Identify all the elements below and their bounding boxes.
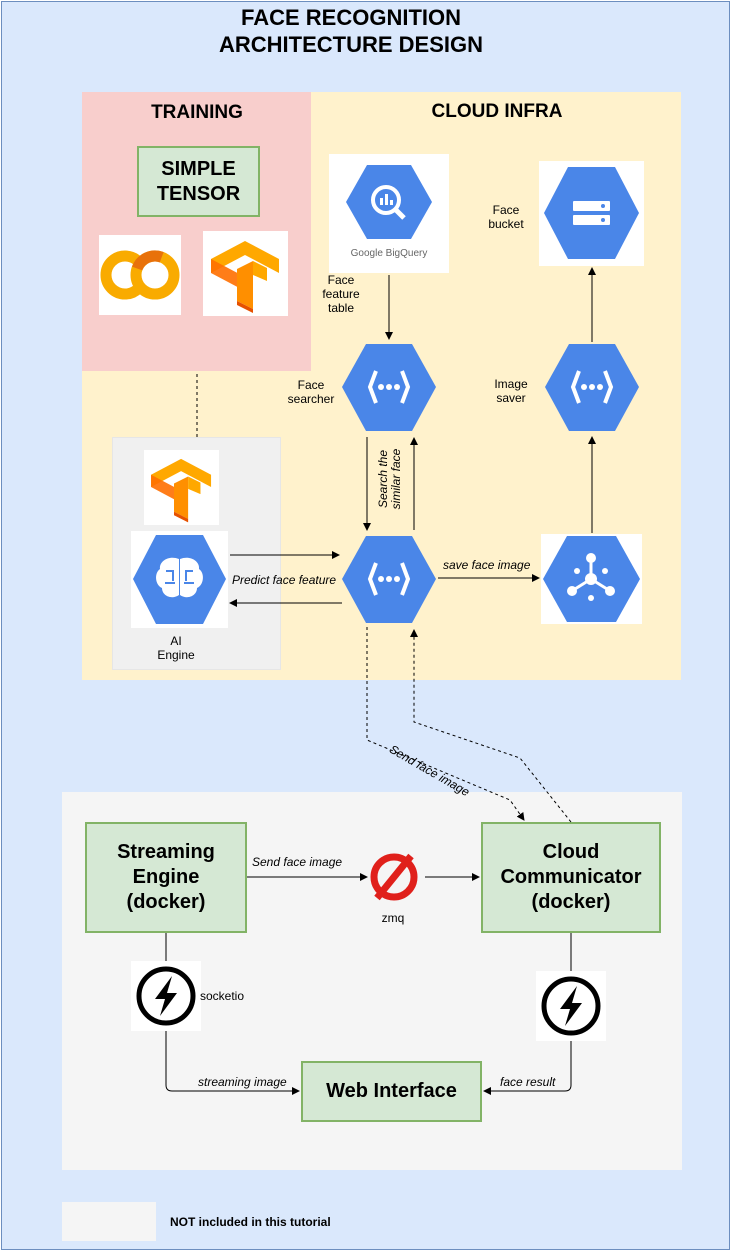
colab-icon — [99, 235, 181, 315]
cloud-function-icon — [340, 532, 438, 627]
cloud-storage-icon — [539, 161, 644, 266]
face-result-label: face result — [500, 1075, 556, 1089]
cloud-infra-title: CLOUD INFRA — [431, 101, 563, 122]
training-title: TRAINING — [151, 102, 243, 123]
tensorflow-icon — [144, 450, 219, 525]
zmq-icon — [367, 849, 423, 905]
ai-platform-brain-icon — [131, 531, 228, 628]
socketio-icon — [536, 971, 606, 1041]
streaming-image-label: streaming image — [198, 1075, 287, 1089]
zmq-label: zmq — [381, 911, 405, 925]
edge-communicator-to-function — [410, 629, 572, 823]
diagram-title: FACE RECOGNITION ARCHITECTURE DESIGN — [218, 5, 483, 57]
socketio-label: socketio — [200, 989, 245, 1003]
legend-label: NOT included in this tutorial — [170, 1215, 331, 1229]
pubsub-icon — [541, 534, 642, 624]
edge-socketio-to-web-result — [483, 1041, 572, 1095]
tensorflow-icon — [203, 231, 288, 316]
cloud-function-icon — [543, 340, 641, 435]
edge-function-to-communicator — [366, 627, 525, 821]
socketio-icon — [131, 961, 201, 1031]
legend-swatch — [62, 1202, 156, 1241]
web-interface-box: Web Interface — [301, 1061, 482, 1122]
bigquery-logo-text: Google BigQuery — [350, 248, 428, 259]
cloud-function-icon — [340, 340, 438, 435]
edge-socketio-to-web — [165, 1031, 300, 1095]
send-face-image-zmq-label: Send face image — [252, 855, 343, 869]
predict-face-feature-label: Predict face feature — [232, 573, 337, 587]
save-face-image-label: save face image — [443, 558, 531, 572]
bigquery-icon: Google BigQuery — [329, 154, 449, 273]
